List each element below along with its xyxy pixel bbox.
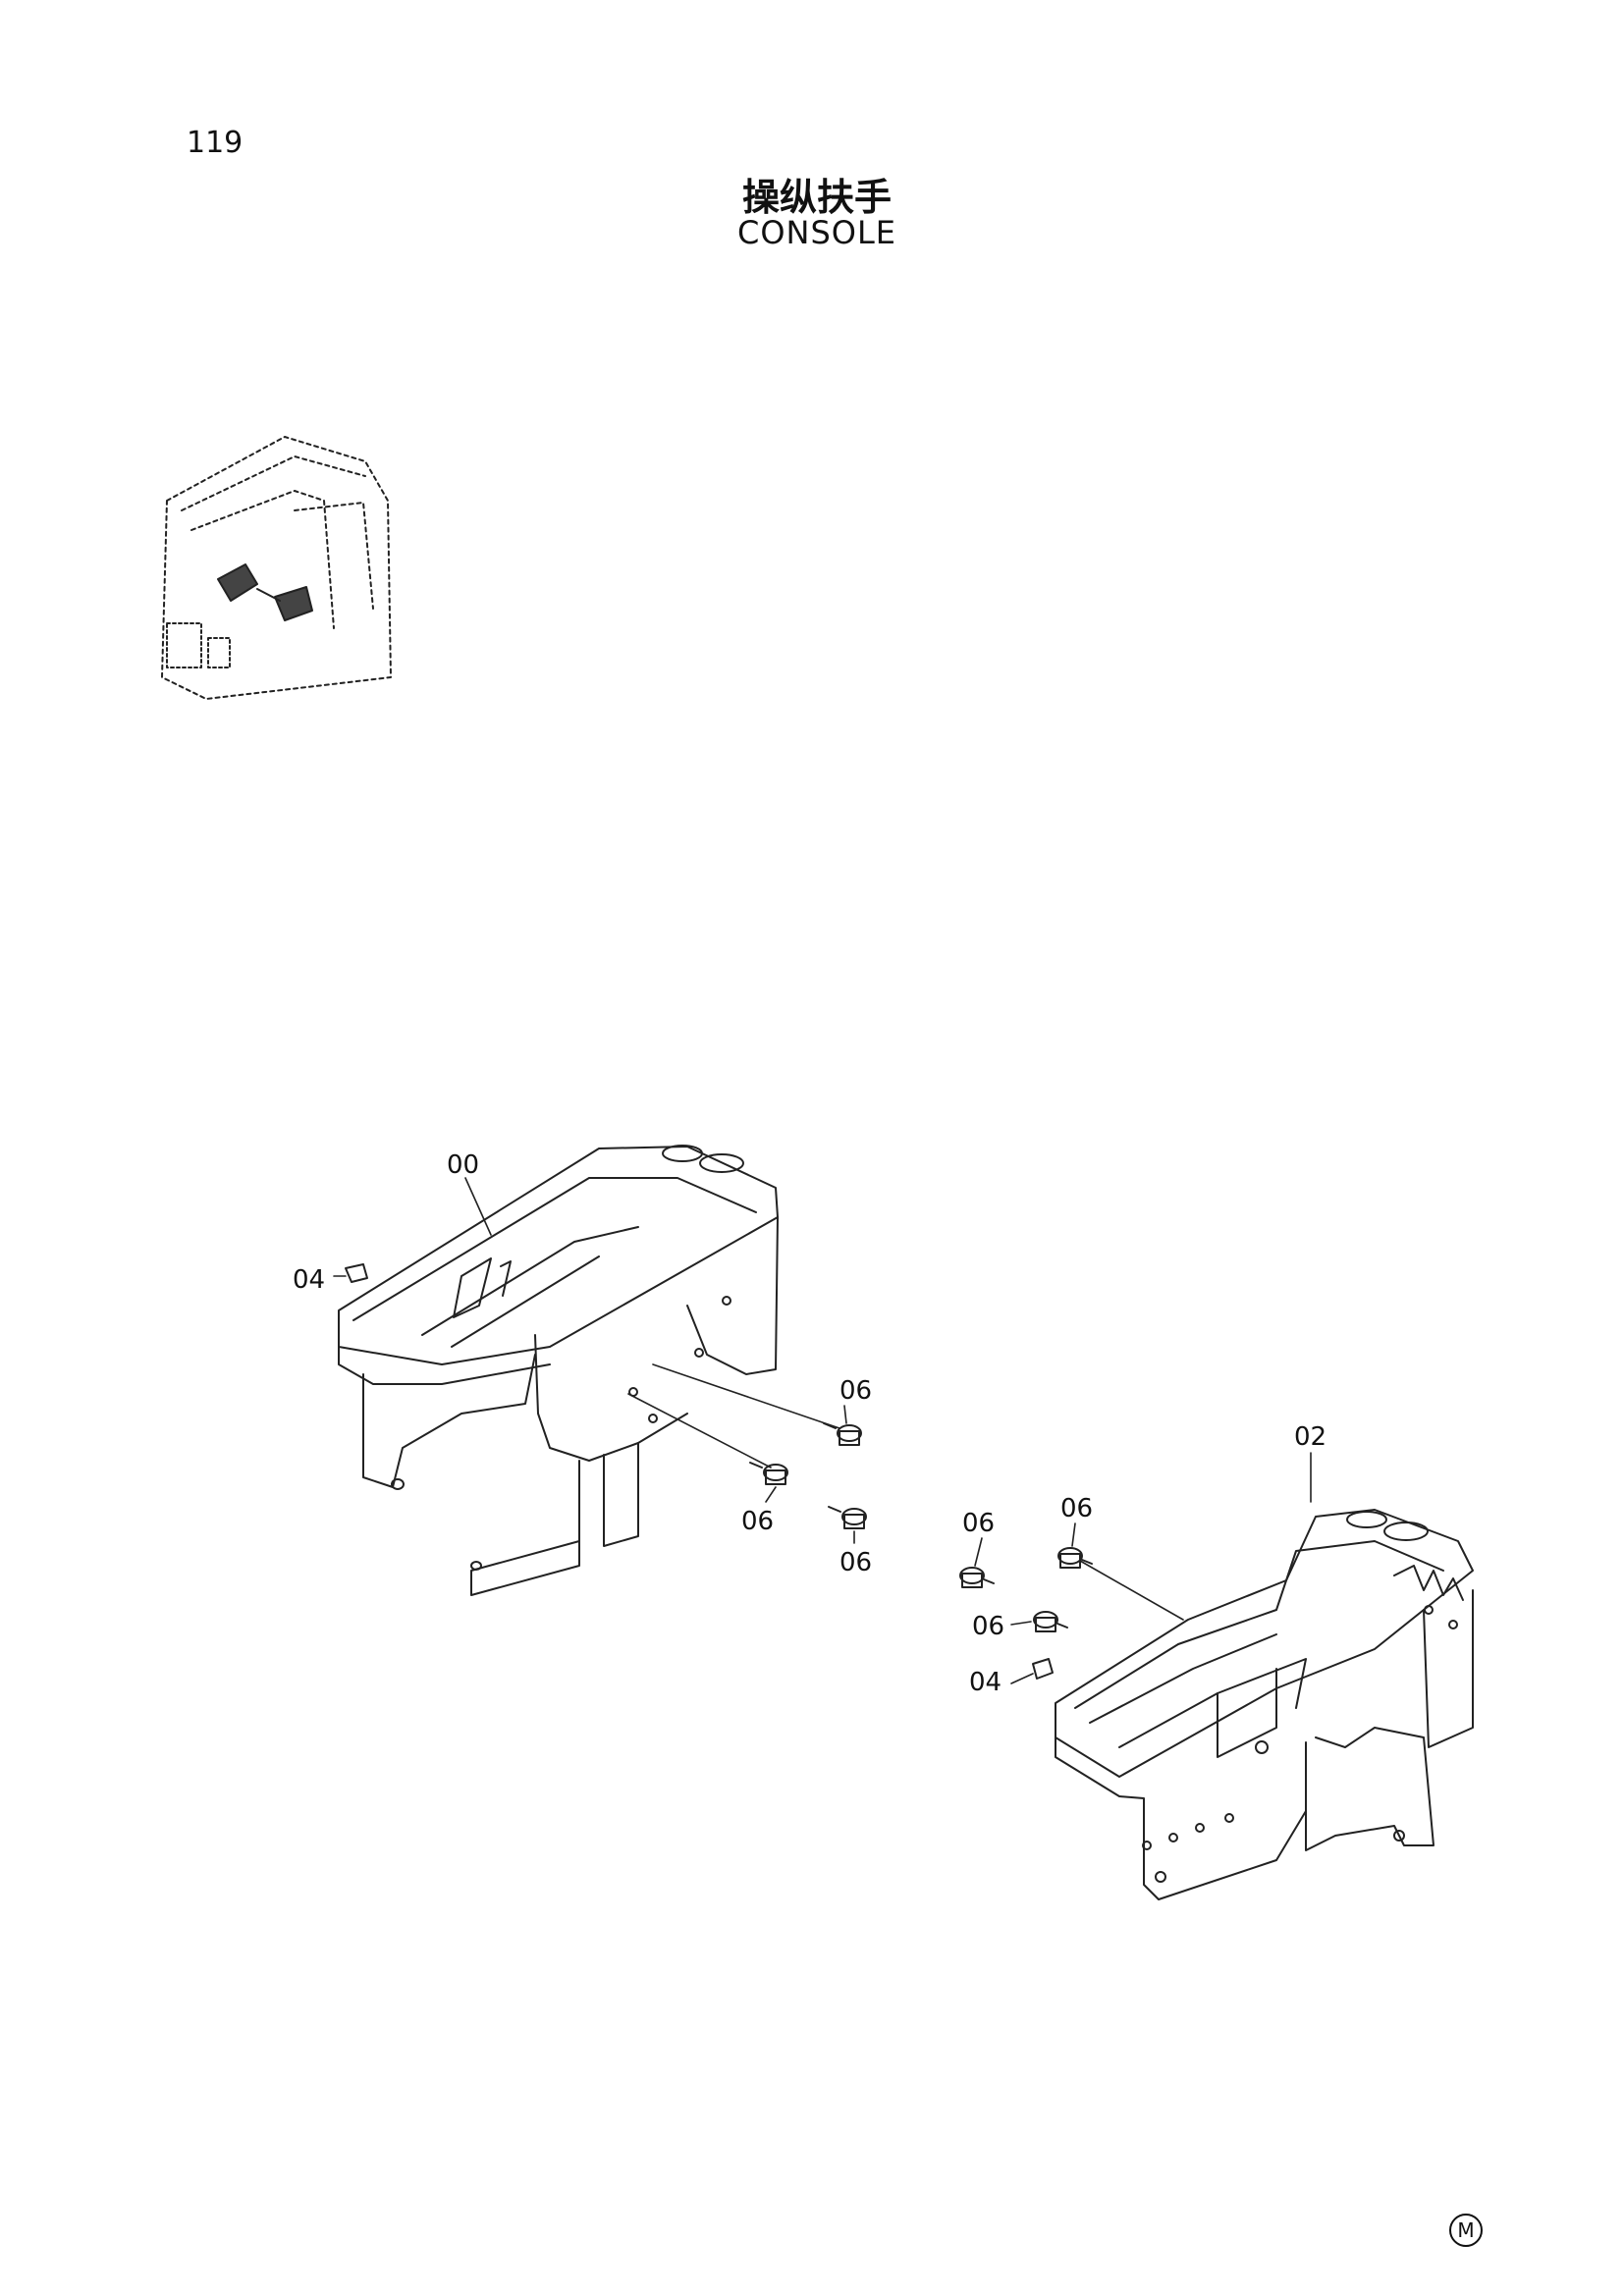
page-title-english: CONSOLE — [736, 214, 896, 251]
callout-right-bolt-a: 06 — [962, 1509, 995, 1538]
callout-left-bolt-upper: 06 — [839, 1376, 872, 1406]
callout-left-bolt-middle: 06 — [741, 1507, 774, 1536]
callout-right-bracket: 04 — [969, 1668, 1001, 1697]
callout-left-bracket: 04 — [293, 1265, 325, 1295]
callout-right-frame: 02 — [1294, 1422, 1326, 1452]
page-title-chinese: 操纵扶手 — [741, 176, 892, 219]
leader-lines — [333, 1177, 1312, 1684]
callout-left-bolt-lower: 06 — [839, 1548, 872, 1577]
corner-mark: M — [1449, 2214, 1483, 2247]
callout-right-bolt-c: 06 — [972, 1612, 1004, 1641]
console-left — [338, 1145, 779, 1596]
callout-right-bolt-b: 06 — [1060, 1494, 1093, 1523]
page-number: 119 — [187, 126, 244, 160]
cab-location-inset — [161, 436, 392, 700]
console-right — [1055, 1509, 1474, 1900]
callout-left-frame: 00 — [447, 1150, 479, 1180]
